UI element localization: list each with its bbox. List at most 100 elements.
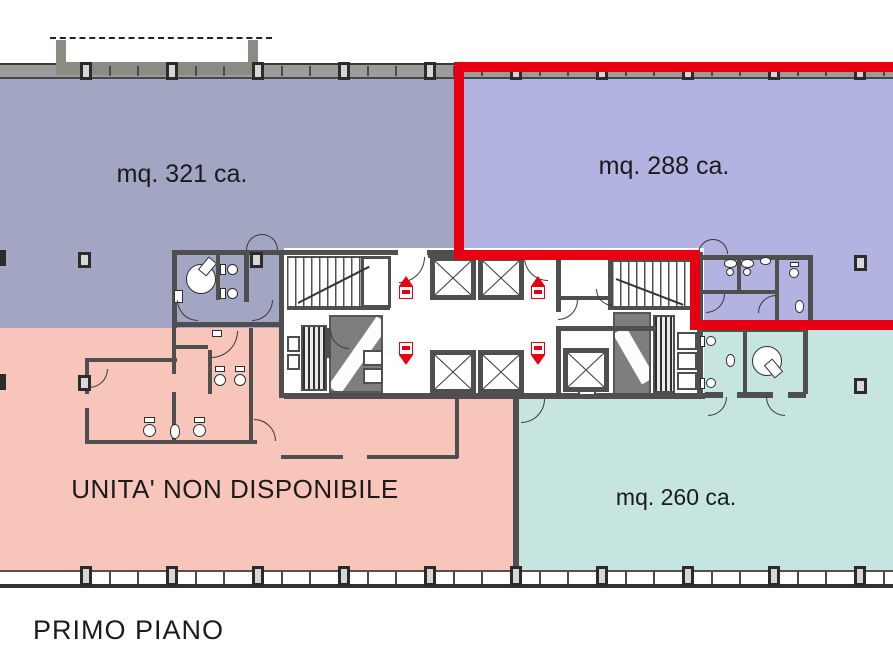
shelf-unit [287,354,300,370]
wall-segment [556,330,561,398]
facade-post-top [367,66,369,76]
wall-segment [703,255,813,260]
facade-post-bottom [739,572,741,584]
facade-mullion-bottom [854,566,866,586]
bathroom-fixture [741,259,754,268]
stair-marker-down-right-icon [530,342,546,365]
bathroom-fixture [227,288,238,299]
wall-segment [608,252,612,310]
wall-segment [85,358,177,362]
wall-segment [172,322,284,327]
wall-segment [249,328,253,444]
facade-post-bottom [281,572,283,584]
facade-post-bottom [797,572,799,584]
wall-segment [608,306,702,310]
wall-segment [172,392,176,444]
wall-segment [556,252,561,312]
structural-column [854,255,867,271]
wall-segment [172,328,176,374]
elevator-shaft [430,256,476,300]
facade-mullion-bottom [510,566,522,586]
duct-shaft-east [653,315,675,393]
facade-mullion-top [424,62,436,80]
elevator-shaft [430,350,476,394]
bathroom-fixture [789,268,799,278]
bathroom-fixture [235,366,245,372]
elevator-shaft [563,348,609,392]
terrace-wall-base [56,62,258,75]
bathroom-fixture [743,268,751,276]
wall-segment [244,252,249,302]
bathroom-fixture [752,346,782,376]
stair-east-treads [612,260,690,308]
facade-post-bottom [653,572,655,584]
shelf-unit [363,350,383,366]
highlight-outline-step [690,250,700,330]
bathroom-fixture [193,424,206,437]
wall-segment [367,455,458,459]
stair-marker-up-left-icon [398,276,414,299]
highlight-outline-bottom-right [690,320,893,330]
facade-mullion-bottom [682,566,694,586]
highlight-outline-top [454,62,893,72]
door-swing-arc [698,239,713,254]
facade-mullion-top [166,62,178,80]
bathroom-fixture [724,259,737,268]
wall-segment [172,345,208,349]
bathroom-fixture [706,378,716,388]
highlight-outline-bottom-mid [454,250,700,260]
facade-post-top [395,66,397,76]
bathroom-fixture [220,288,226,299]
structural-column [78,252,91,268]
unit-321-area-label: mq. 321 ca. [116,160,248,188]
facade-post-top [223,66,225,76]
stair-west-landing [361,256,391,308]
facade-post-bottom [711,572,713,584]
elevator-sill [578,390,596,396]
facade-post-bottom [883,572,885,584]
facade-mullion-top [252,62,264,80]
structural-column [250,252,263,268]
bathroom-fixture [170,424,180,439]
wall-segment [808,255,813,325]
wall-segment [455,396,459,458]
elevator-x-icon [568,353,604,387]
wall-segment [327,328,331,358]
wall-segment [705,392,723,398]
facade-post-top [309,66,311,76]
shelf-unit [677,332,697,350]
bathroom-fixture [215,366,225,372]
shelf-unit [677,352,697,370]
facade-post-bottom [481,572,483,584]
bathroom-fixture [726,268,734,276]
wall-segment [284,393,705,399]
stair-marker-down-left-icon [398,342,414,365]
shelf-unit [677,372,697,390]
wall-segment [775,258,779,322]
wall-segment [513,394,519,572]
facade-mullion-bottom [768,566,780,586]
wall-segment [85,440,257,444]
facade-mullion-top [338,62,350,80]
bathroom-fixture [795,300,804,313]
bathroom-fixture [790,262,799,267]
wall-segment [788,392,806,398]
wall-segment [737,258,741,292]
facade-post-bottom [395,572,397,584]
terrace-wall-left [56,40,66,66]
bathroom-fixture [700,378,705,389]
elevator-x-icon [435,355,471,389]
structural-column [854,378,867,394]
wall-segment [208,350,212,394]
elevator-x-icon [483,355,519,389]
wall-segment [737,392,773,398]
wall-segment [803,328,808,394]
elevator-shaft [478,256,524,300]
bathroom-fixture [760,257,771,265]
wall-segment [556,326,656,331]
wall-segment [703,290,778,294]
bathroom-fixture [227,264,238,275]
bathroom-fixture [214,374,226,386]
wall-segment [743,330,747,392]
